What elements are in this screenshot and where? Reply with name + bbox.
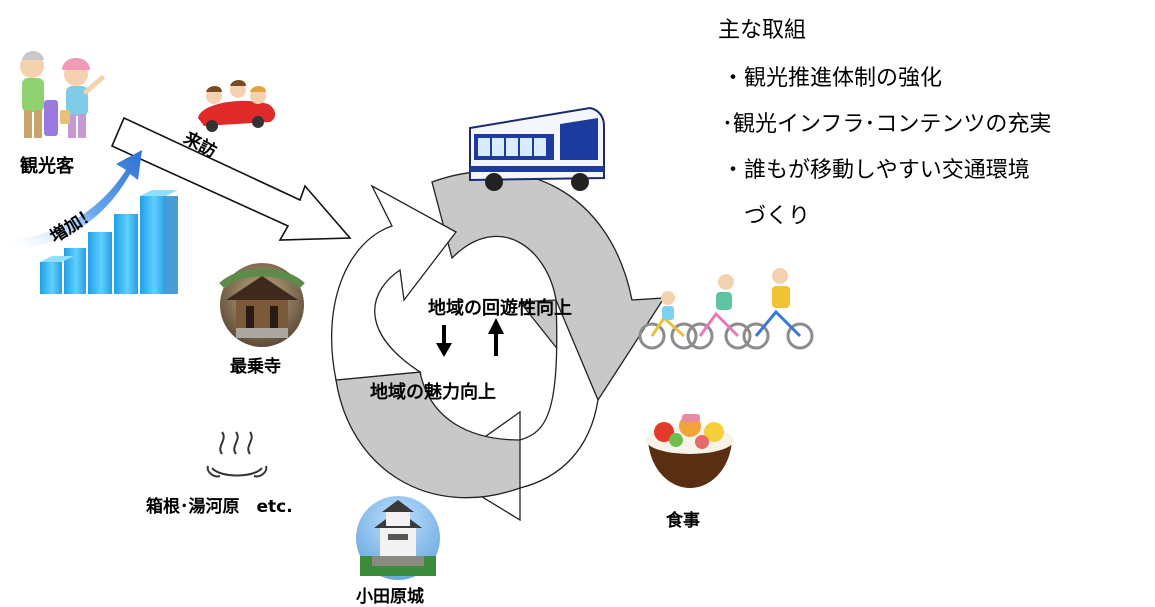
- saijoji-label: 最乗寺: [230, 357, 281, 377]
- down-arrow-icon: [436, 325, 452, 357]
- initiative-item: ・誰もが移動しやすい交通環境: [722, 158, 1030, 183]
- car-illustration: [198, 80, 276, 132]
- castle-photo: [356, 496, 440, 580]
- hakone-label: 箱根･湯河原 etc.: [146, 497, 293, 517]
- growth-bars-illustration: [40, 190, 178, 294]
- tourists-illustration: [20, 51, 105, 138]
- attraction-label: 地域の魅力向上: [370, 382, 496, 403]
- up-arrow-icon: [488, 318, 504, 356]
- temple-photo: [219, 263, 305, 347]
- odawara-castle-label: 小田原城: [356, 587, 424, 607]
- growth-arrow: [8, 150, 142, 250]
- initiative-item: ･観光インフラ･コンテンツの充実: [722, 112, 1052, 137]
- cycle-diagram: [331, 170, 666, 522]
- hot-spring-icon: [206, 431, 268, 478]
- initiative-item: ・観光推進体制の強化: [722, 66, 943, 91]
- meal-label: 食事: [666, 511, 700, 531]
- tourists-label: 観光客: [20, 156, 74, 177]
- cyclists-illustration: [638, 268, 814, 350]
- circulation-label: 地域の回遊性向上: [428, 298, 572, 319]
- cycle-arrow-bottom: [335, 371, 521, 499]
- main-initiatives-title: 主な取組: [718, 18, 807, 43]
- initiative-item: づくり: [722, 204, 811, 229]
- food-bowl-illustration: [646, 414, 734, 488]
- cycle-arrow-top: [431, 170, 666, 402]
- cycle-arrow-left: [331, 184, 457, 381]
- center-arrows: [436, 318, 504, 357]
- bus-illustration: [469, 106, 605, 191]
- visit-arrow: [110, 116, 352, 241]
